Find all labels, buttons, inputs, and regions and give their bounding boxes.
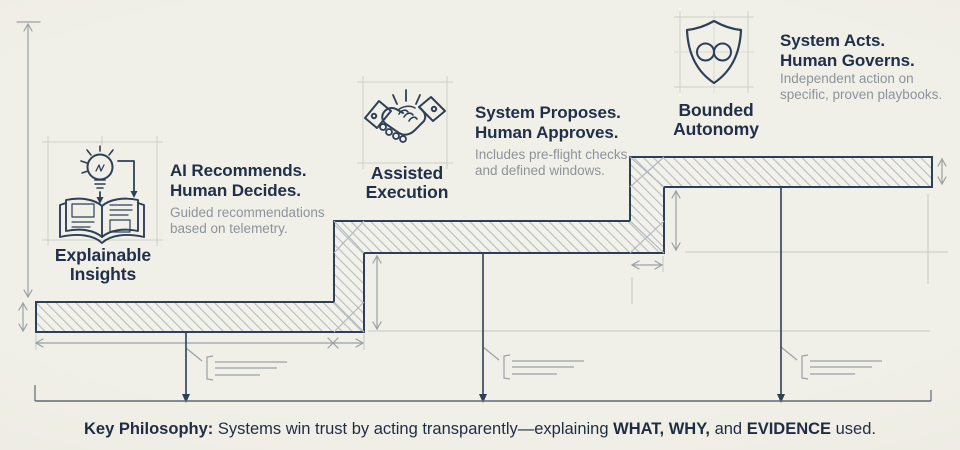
philosophy-bold-what-why: WHAT, WHY, (613, 420, 710, 438)
step-heading-line: Human Approves. (475, 123, 619, 142)
baseline-drop-arrows (182, 187, 785, 403)
step-description-line: Includes pre-flight checks (475, 147, 628, 162)
step-heading-line: AI Recommends. (170, 161, 307, 180)
corner-miter-lines (333, 156, 665, 333)
step-description-line: based on telemetry. (170, 221, 288, 236)
drop-arrowheads (182, 394, 785, 403)
handshake-sparks (392, 89, 421, 105)
step-label-line: Autonomy (673, 119, 759, 139)
step-heading-line: Human Decides. (170, 181, 301, 200)
shield-infinity-icon (685, 19, 743, 85)
step-description-line: and defined windows. (475, 163, 605, 178)
dimension-riser1-height (372, 254, 382, 331)
step-description-line: Guided recommendations (170, 205, 325, 220)
step-label-line: Execution (365, 182, 449, 202)
dimension-overall-height (16, 21, 41, 299)
dimension-step3-thickness (937, 157, 947, 186)
note-callouts (185, 346, 882, 381)
staircase-steps (35, 156, 933, 333)
step-label-bounded-autonomy: Bounded Autonomy (646, 101, 786, 139)
step-label-line: Bounded (678, 100, 754, 120)
icon-guide-frames (42, 11, 754, 246)
step-heading-2: System Proposes. Human Approves. (475, 103, 621, 143)
dimension-step1-thickness (18, 301, 28, 333)
philosophy-body: Systems win trust by acting transparentl… (213, 420, 614, 438)
baseline-axis (34, 385, 932, 402)
infinity-symbol (696, 42, 732, 62)
dimension-step3-nosing (630, 260, 664, 270)
insight-arrows (96, 160, 138, 204)
note-callout-1 (185, 347, 287, 381)
dimension-lines (16, 21, 947, 349)
step-heading-1: AI Recommends. Human Decides. (170, 161, 307, 201)
step-heading-line: System Acts. (780, 31, 885, 50)
note-callout-3 (780, 346, 882, 380)
handshake-icon (364, 89, 446, 143)
note-callout-2 (482, 346, 584, 380)
step-description-2: Includes pre-flight checks and defined w… (475, 147, 627, 179)
book-lightbulb-icon (59, 145, 145, 244)
philosophy-prefix: Key Philosophy: (84, 420, 214, 438)
book-page-detail (71, 203, 133, 233)
step-label-line: Explainable (54, 245, 152, 265)
philosophy-mid: and (709, 420, 747, 438)
step-heading-line: Human Governs. (780, 51, 915, 70)
key-philosophy-text: Key Philosophy: Systems win trust by act… (0, 420, 960, 439)
handshake-cuffs (364, 96, 446, 129)
philosophy-bold-evidence: EVIDENCE (746, 420, 832, 438)
extension-lines (35, 194, 948, 350)
step-heading-line: System Proposes. (475, 103, 621, 122)
step-label-line: Insights (69, 264, 137, 284)
philosophy-suffix: used. (831, 420, 876, 438)
step-description-line: specific, proven playbooks. (780, 87, 943, 102)
step-description-1: Guided recommendations based on telemetr… (170, 205, 325, 237)
handshake-hands (379, 105, 427, 143)
step-label-assisted-execution: Assisted Execution (337, 164, 477, 202)
step-heading-3: System Acts. Human Governs. (780, 31, 915, 71)
step-description-3: Independent action on specific, proven p… (780, 71, 942, 103)
dimension-riser2-height (671, 189, 681, 252)
lightbulb-rays (80, 145, 114, 174)
step-label-line: Assisted (370, 163, 444, 183)
step-label-explainable-insights: Explainable Insights (33, 246, 173, 284)
step-description-line: Independent action on (780, 71, 914, 86)
dimension-step1-run (34, 337, 365, 349)
